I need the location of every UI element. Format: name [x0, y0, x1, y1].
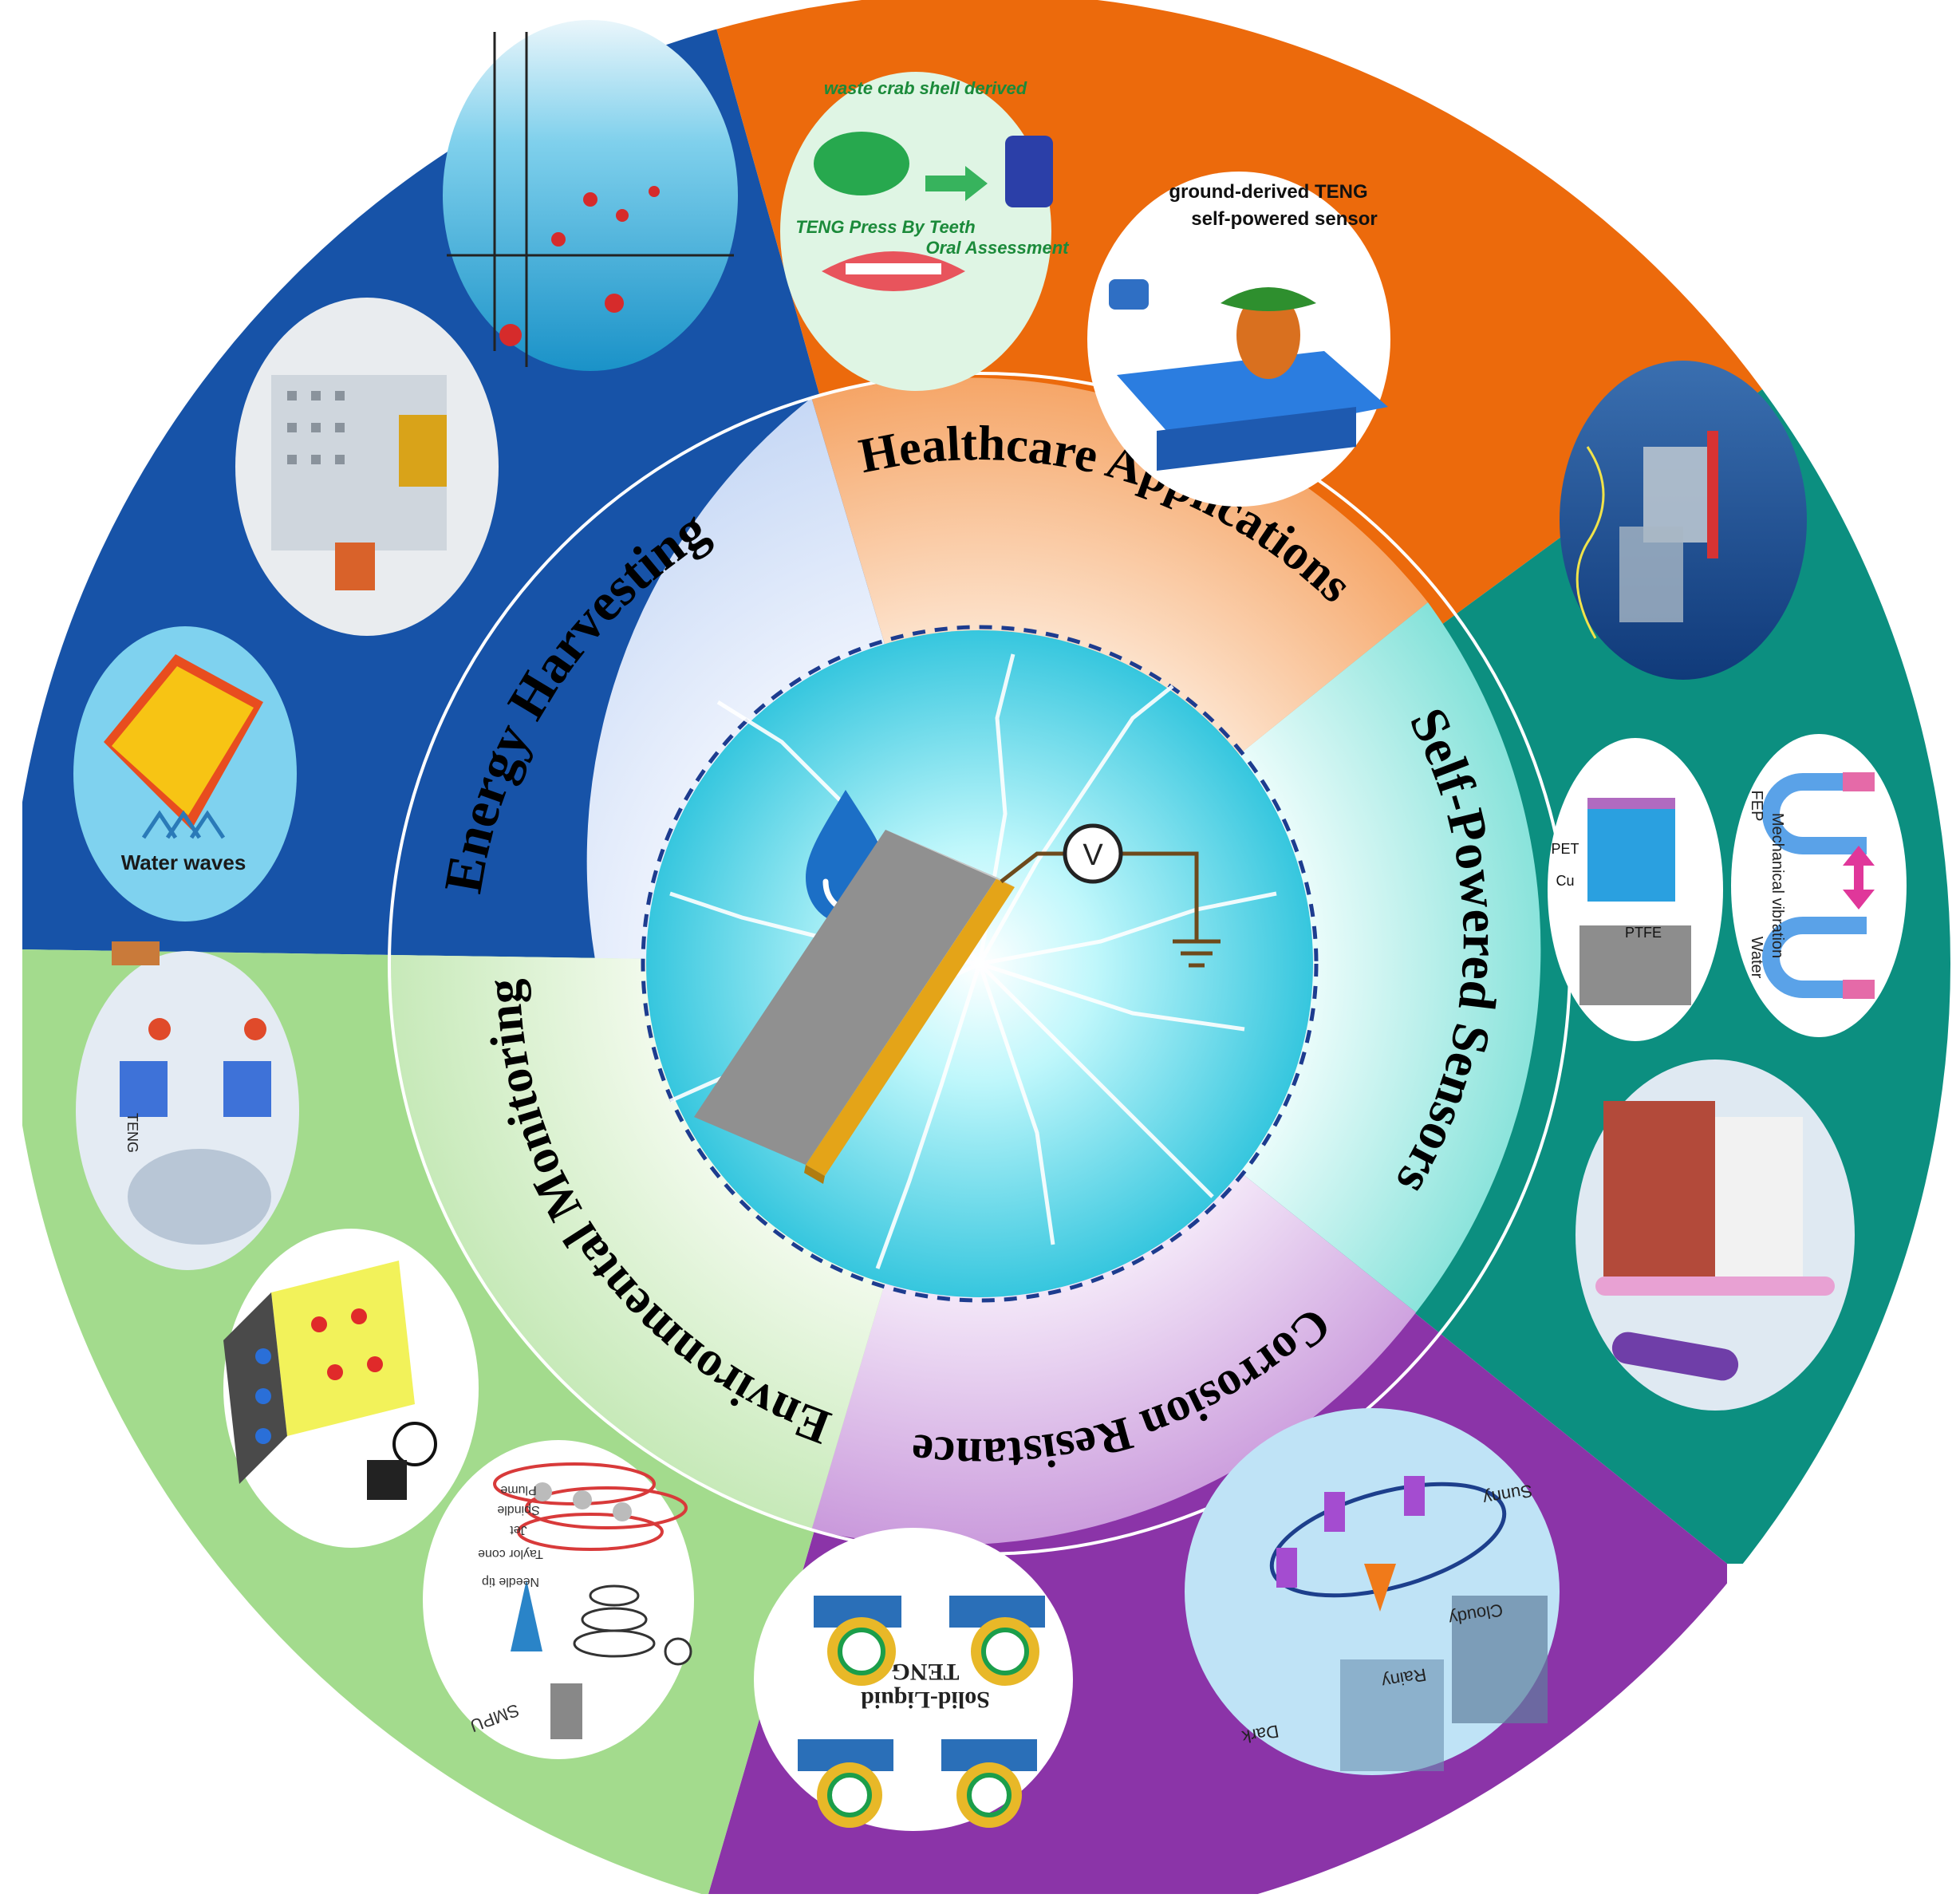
env-inset-electrospinning: Needle tip Taylor cone Jet Spindle Plume… — [423, 1440, 694, 1759]
central-teng-core: V — [641, 625, 1319, 1303]
sensors-inset-cu-label: Cu — [1556, 873, 1574, 889]
env-inset-teng-label: TENG — [124, 1113, 140, 1153]
sensors-inset-fep-label: FEP — [1748, 791, 1765, 822]
energy-inset-water-waves-label: Water waves — [121, 850, 246, 874]
sensors-inset-ptfe-cell: PTFE Cu PET — [1548, 738, 1723, 1041]
energy-inset-offshore-array — [443, 20, 738, 371]
corrosion-inset-weather-teng: Sunny Cloudy Rainy Dark — [1185, 1408, 1560, 1775]
healthcare-inset-crab-shell: TENG Press By Teeth Oral Assessment wast… — [780, 72, 1070, 391]
env-inset-hydrovoltaic — [223, 1229, 479, 1548]
voltmeter-icon — [1063, 823, 1123, 884]
env-inset-needle-tip-label: Needle tip — [482, 1575, 539, 1588]
sensors-inset-ptfe-label: PTFE — [1625, 925, 1662, 941]
corrosion-inset-solid-liquid-label: Solid-Liquid — [861, 1687, 990, 1713]
corrosion-inset-teng-label: TENG — [891, 1659, 959, 1685]
sensors-inset-mech-vibration-label: Mechanical vibration — [1769, 813, 1786, 958]
healthcare-inset-coffee-title-1: ground-derived TENG — [1169, 181, 1367, 203]
env-inset-taylor-cone-label: Taylor cone — [478, 1547, 543, 1561]
teng-device-slab — [694, 830, 1015, 1184]
energy-inset-water-wave-teng: Water waves — [73, 626, 297, 921]
crab-icon — [814, 132, 909, 195]
env-inset-jet-label: Jet — [510, 1523, 527, 1537]
sensors-inset-fep-water: Mechanical vibration FEP Water — [1731, 734, 1907, 1037]
env-inset-plume-label: Plume — [500, 1483, 536, 1497]
sensors-inset-wave-sensor — [1560, 361, 1807, 680]
sensors-inset-pet-label: PET — [1551, 841, 1579, 857]
env-inset-spindle-label: Spindle — [497, 1503, 539, 1517]
healthcare-inset-teng-press-label: TENG Press By Teeth — [795, 217, 975, 237]
sensors-inset-building-pipe — [1575, 1059, 1855, 1411]
energy-inset-buoy-array — [235, 298, 499, 636]
healthcare-inset-crab-title: waste crab shell derived — [824, 78, 1027, 98]
voltmeter-symbol: V — [1083, 839, 1103, 872]
sensors-inset-water-label: Water — [1748, 937, 1765, 979]
healthcare-inset-coffee-title-2: self-powered sensor — [1191, 208, 1377, 230]
env-inset-wind-teng: TENG — [76, 941, 299, 1270]
corrosion-inset-solid-liquid-teng: Solid-Liquid TENG — [754, 1528, 1073, 1831]
healthcare-inset-oral-assessment-label: Oral Assessment — [926, 238, 1071, 258]
healthcare-inset-coffee-ground: ground-derived TENG self-powered sensor — [1087, 172, 1390, 507]
